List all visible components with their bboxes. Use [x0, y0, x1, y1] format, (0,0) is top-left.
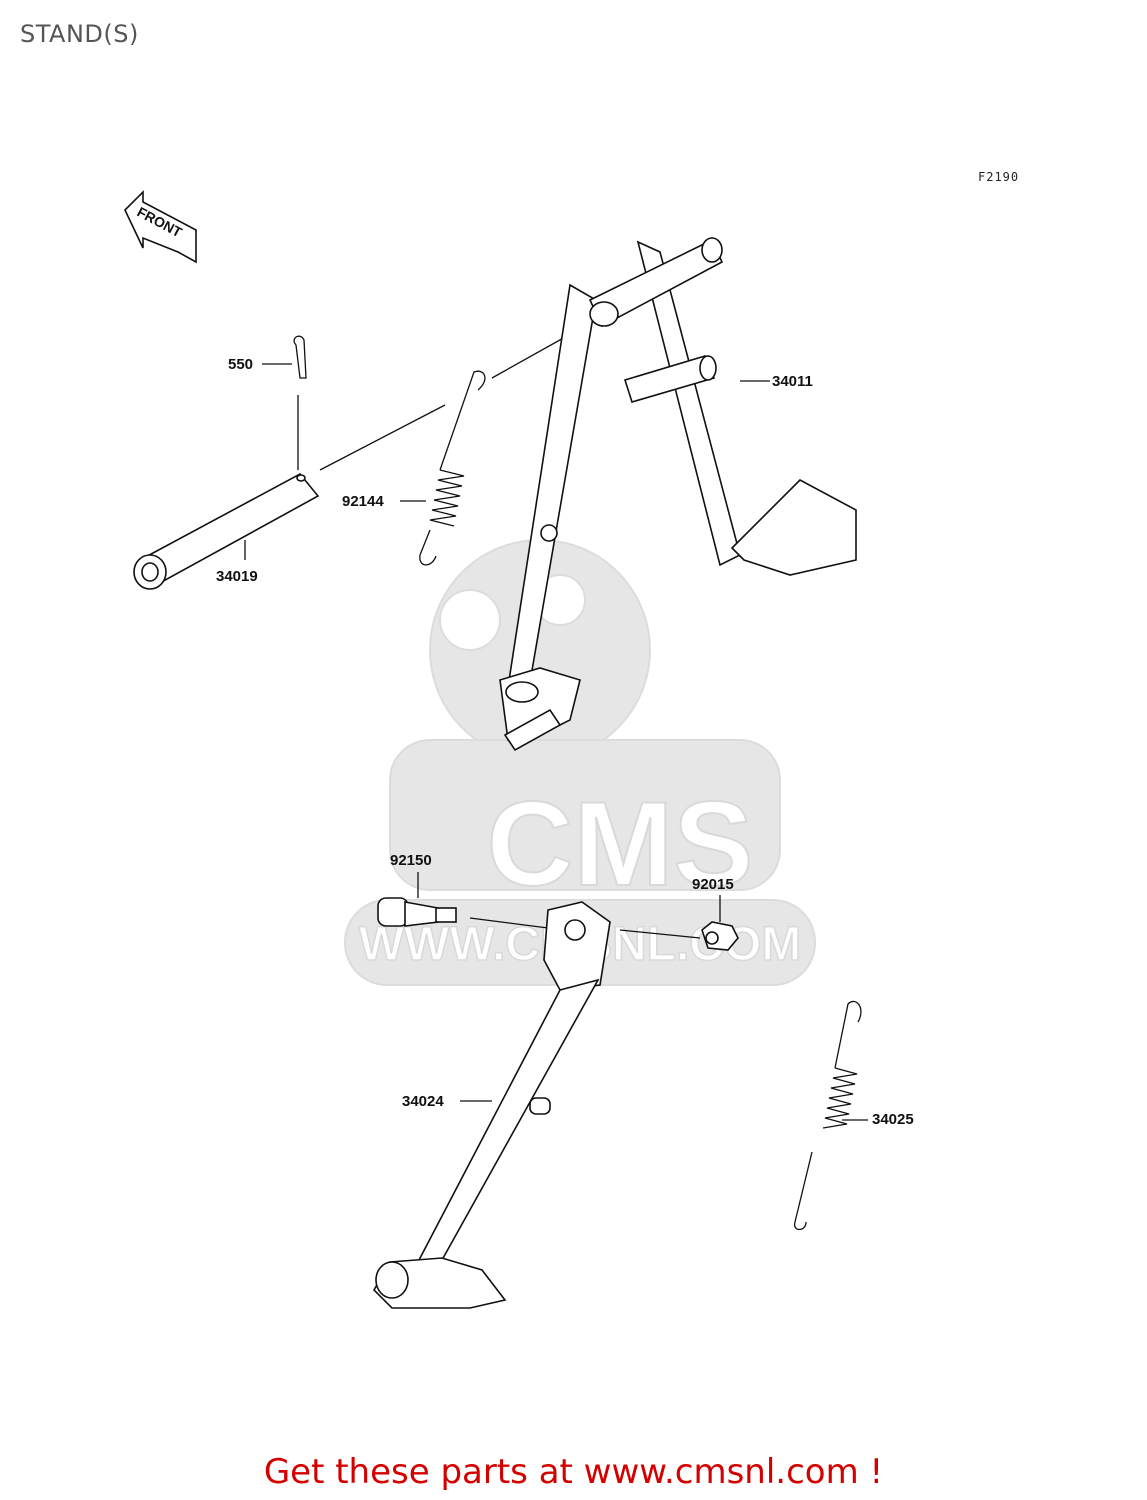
- part-label-34025[interactable]: 34025: [872, 1111, 914, 1128]
- front-arrow-icon: FRONT: [124, 190, 197, 264]
- page-title: STAND(S): [20, 20, 139, 48]
- part-label-34011[interactable]: 34011: [772, 373, 813, 390]
- bolt-92150: [377, 872, 549, 929]
- figure-code: F2190: [978, 170, 1020, 184]
- main-stand-34011: [499, 237, 857, 752]
- spring-92144: [400, 370, 486, 566]
- side-stand-34024: [373, 901, 611, 1309]
- part-label-92015[interactable]: 92015: [692, 876, 734, 893]
- part-label-34019[interactable]: 34019: [216, 568, 258, 585]
- footer-link-text[interactable]: Get these parts at www.cmsnl.com !: [263, 1452, 884, 1492]
- part-label-550[interactable]: 550: [228, 356, 254, 373]
- footer-link[interactable]: Get these parts at www.cmsnl.com !: [0, 1452, 1147, 1492]
- pivot-shaft-34019: [133, 321, 593, 590]
- part-label-92144[interactable]: 92144: [342, 493, 384, 510]
- nut-92015: [619, 895, 739, 951]
- watermark-brand: CMS: [487, 777, 754, 911]
- cotter-pin-550: [262, 335, 307, 470]
- part-label-34024[interactable]: 34024: [402, 1093, 444, 1110]
- spring-34025: [793, 1000, 868, 1231]
- part-label-92150[interactable]: 92150: [390, 852, 432, 869]
